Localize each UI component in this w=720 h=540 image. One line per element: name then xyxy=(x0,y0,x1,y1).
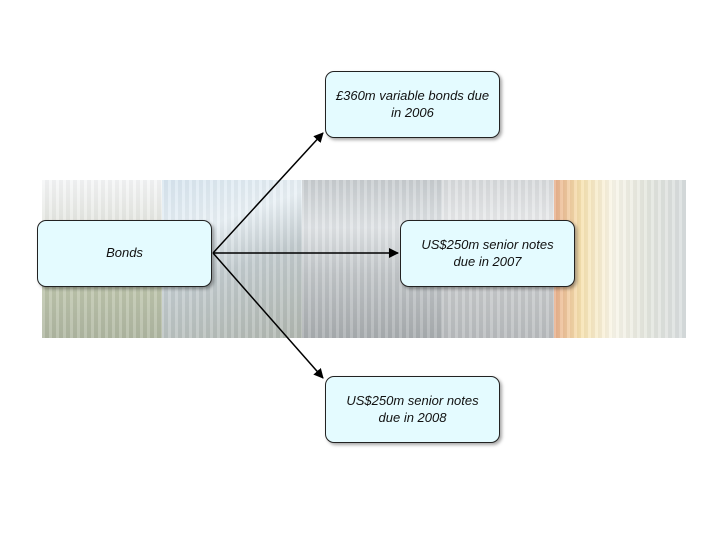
node-bonds: Bonds xyxy=(37,220,212,287)
background-photo-strip xyxy=(42,180,686,338)
node-senior-notes-2008: US$250m senior notes due in 2008 xyxy=(325,376,500,443)
arrow-to-top xyxy=(212,132,324,254)
node-top-label: £360m variable bonds due in 2006 xyxy=(335,88,490,120)
node-middle-label: US$250m senior notes due in 2007 xyxy=(421,237,554,269)
node-bonds-label: Bonds xyxy=(106,245,143,261)
node-variable-bonds-2006: £360m variable bonds due in 2006 xyxy=(325,71,500,138)
arrow-to-bottom xyxy=(212,252,324,379)
node-senior-notes-2007: US$250m senior notes due in 2007 xyxy=(400,220,575,287)
photo-corridor xyxy=(554,180,686,338)
node-bottom-label: US$250m senior notes due in 2008 xyxy=(346,393,479,425)
